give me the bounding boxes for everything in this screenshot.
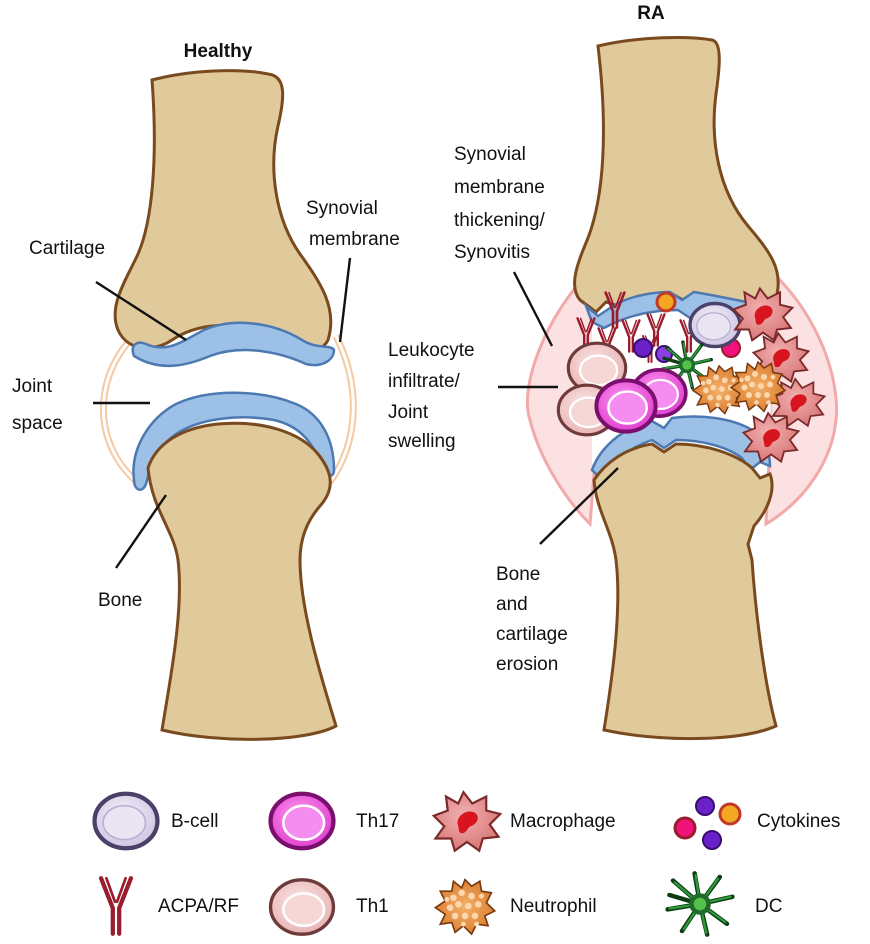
joint-space-label-line1: Joint: [12, 376, 53, 397]
synovitis-label-line4: Synovitis: [454, 242, 530, 263]
legend-cytokines-icon: [675, 797, 740, 849]
synovitis-leader-line: [514, 272, 552, 346]
healthy-upper-bone: [115, 71, 331, 351]
ra-title: RA: [637, 3, 665, 24]
synovial-membrane-label-line2: membrane: [309, 229, 400, 250]
erosion-label-line2: and: [496, 594, 528, 615]
legend: B-cell Th17 Macrophage Cytokines ACPA/RF…: [95, 792, 841, 934]
legend-th1-label: Th1: [356, 896, 389, 917]
joint-space-label-line2: space: [12, 413, 63, 434]
cartilage-label: Cartilage: [29, 238, 105, 259]
leukocyte-label-line4: swelling: [388, 431, 456, 452]
erosion-label-line1: Bone: [496, 564, 540, 585]
legend-dc-label: DC: [755, 896, 782, 917]
synovial-membrane-leader-line: [340, 258, 350, 342]
healthy-lower-bone: [148, 423, 336, 739]
ra-th17-cell: [596, 380, 655, 431]
bone-label: Bone: [98, 590, 142, 611]
synovitis-label-line3: thickening/: [454, 210, 546, 231]
erosion-label-line3: cartilage: [496, 624, 568, 645]
ra-lower-bone: [594, 444, 776, 739]
ra-joint: [527, 38, 836, 739]
legend-macrophage-icon: [434, 792, 501, 851]
legend-acpa-rf-label: ACPA/RF: [158, 896, 239, 917]
legend-neutrophil-label: Neutrophil: [510, 896, 597, 917]
legend-th1-icon: [271, 880, 334, 934]
legend-acpa-rf-icon: [101, 878, 131, 933]
legend-th17-icon: [271, 794, 334, 848]
leukocyte-label-line1: Leukocyte: [388, 340, 475, 361]
leukocyte-label-line3: Joint: [388, 402, 429, 423]
leukocyte-label-line2: infiltrate/: [388, 371, 461, 392]
ra-cytokine: [634, 339, 652, 357]
legend-macrophage-label: Macrophage: [510, 811, 616, 832]
synovitis-label-line2: membrane: [454, 177, 545, 198]
synovitis-label-line1: Synovial: [454, 144, 526, 165]
legend-dc-icon: [668, 873, 733, 934]
legend-b-cell-icon: [95, 794, 158, 848]
ra-upper-bone: [575, 38, 779, 312]
bone-leader-line: [116, 495, 166, 568]
ra-b-cell: [690, 303, 740, 346]
legend-cytokines-label: Cytokines: [757, 811, 840, 832]
healthy-title: Healthy: [184, 41, 253, 62]
ra-cytokine: [657, 293, 675, 311]
legend-b-cell-label: B-cell: [171, 811, 219, 832]
legend-th17-label: Th17: [356, 811, 399, 832]
legend-neutrophil-icon: [435, 880, 494, 934]
synovial-membrane-label-line1: Synovial: [306, 198, 378, 219]
healthy-joint: [103, 71, 353, 740]
erosion-label-line4: erosion: [496, 654, 558, 675]
